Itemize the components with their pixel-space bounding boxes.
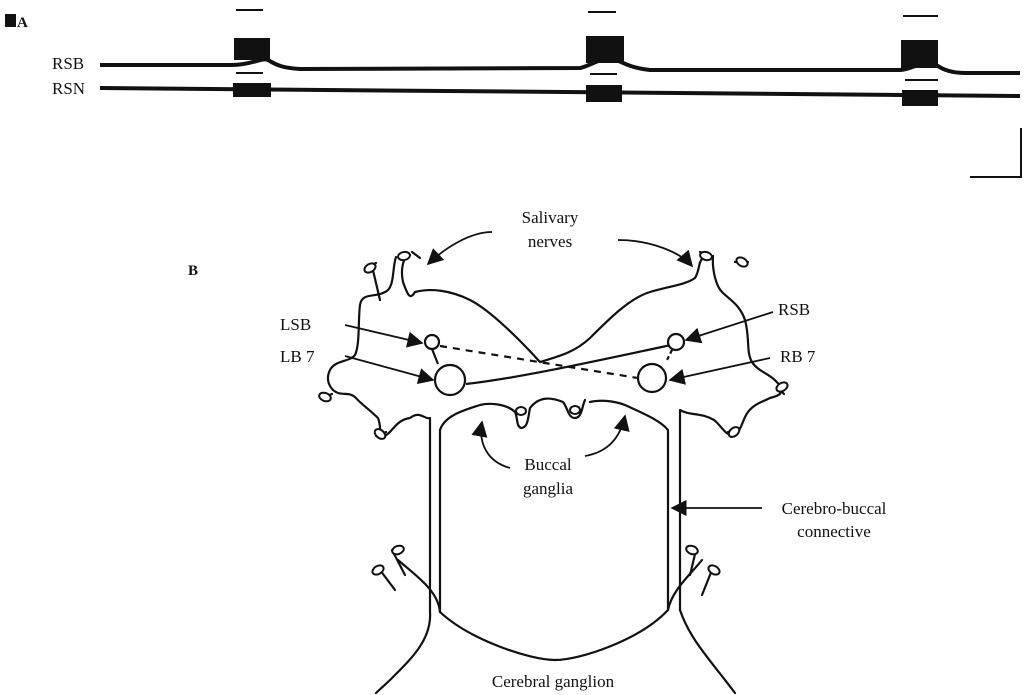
label-rb7: RB 7 — [780, 347, 816, 366]
nerve-tips — [318, 251, 789, 577]
arrow-buccal-right — [585, 416, 625, 456]
burst-2 — [586, 12, 624, 102]
panel-a: A RSB RSN — [5, 10, 1021, 177]
label-buccal-line2: ganglia — [523, 479, 573, 498]
arrow-salivary-left — [428, 232, 492, 264]
label-rsb: RSB — [778, 300, 810, 319]
arrow-buccal-left — [481, 422, 510, 468]
arrow-salivary-right — [618, 240, 692, 266]
arrow-rb7 — [670, 358, 770, 380]
neuron-lsb — [425, 335, 439, 349]
arrow-lb7 — [345, 356, 433, 380]
burst-3 — [901, 16, 938, 106]
label-salivary-line1: Salivary — [522, 208, 579, 227]
panel-b: B — [188, 208, 887, 693]
neurons — [425, 334, 684, 395]
trace-label-rsn: RSN — [52, 79, 85, 98]
label-salivary-line2: nerves — [528, 232, 572, 251]
label-lsb: LSB — [280, 315, 311, 334]
label-buccal-line1: Buccal — [524, 455, 571, 474]
arrow-rsb — [686, 312, 773, 340]
label-connective-line1: Cerebro-buccal — [782, 499, 887, 518]
arrow-lsb — [345, 325, 422, 343]
label-lb7: LB 7 — [280, 347, 315, 366]
burst-1 — [233, 10, 271, 97]
panel-b-labels: Salivary nerves LSB LB 7 RSB RB 7 Buccal… — [280, 208, 887, 691]
connection-lsb-rb7 — [440, 346, 650, 380]
panel-a-label: A — [17, 15, 28, 31]
panel-b-label: B — [188, 263, 198, 279]
trace-rsb — [100, 58, 1020, 73]
label-cerebral-ganglion: Cerebral ganglion — [492, 672, 615, 691]
panel-a-marker — [5, 14, 16, 27]
neuron-lb7 — [435, 365, 465, 395]
scale-bar — [970, 128, 1021, 177]
neuron-rsb — [668, 334, 684, 350]
trace-label-rsb: RSB — [52, 54, 84, 73]
neuron-rb7 — [638, 364, 666, 392]
label-connective-line2: connective — [797, 522, 871, 541]
